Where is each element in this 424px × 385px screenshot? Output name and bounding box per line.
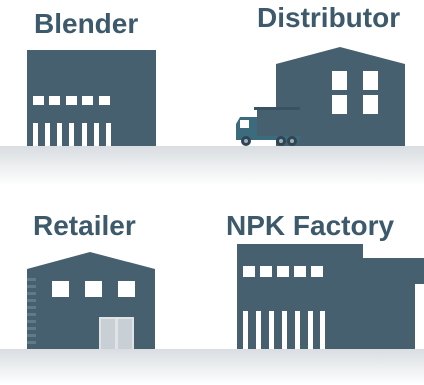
ground-strip-bottom xyxy=(0,349,424,385)
ground-strip-top xyxy=(0,146,424,186)
distributor-label: Distributor xyxy=(257,2,401,33)
retailer-shop-icon xyxy=(27,252,155,349)
retailer-label: Retailer xyxy=(33,210,136,241)
npk-factory-label: NPK Factory xyxy=(226,210,395,241)
npk-factory-icon xyxy=(237,244,424,349)
blender-building-icon xyxy=(27,50,156,146)
distributor-warehouse-icon xyxy=(276,47,405,146)
blender-label: Blender xyxy=(34,8,139,39)
delivery-truck-icon xyxy=(236,107,300,146)
